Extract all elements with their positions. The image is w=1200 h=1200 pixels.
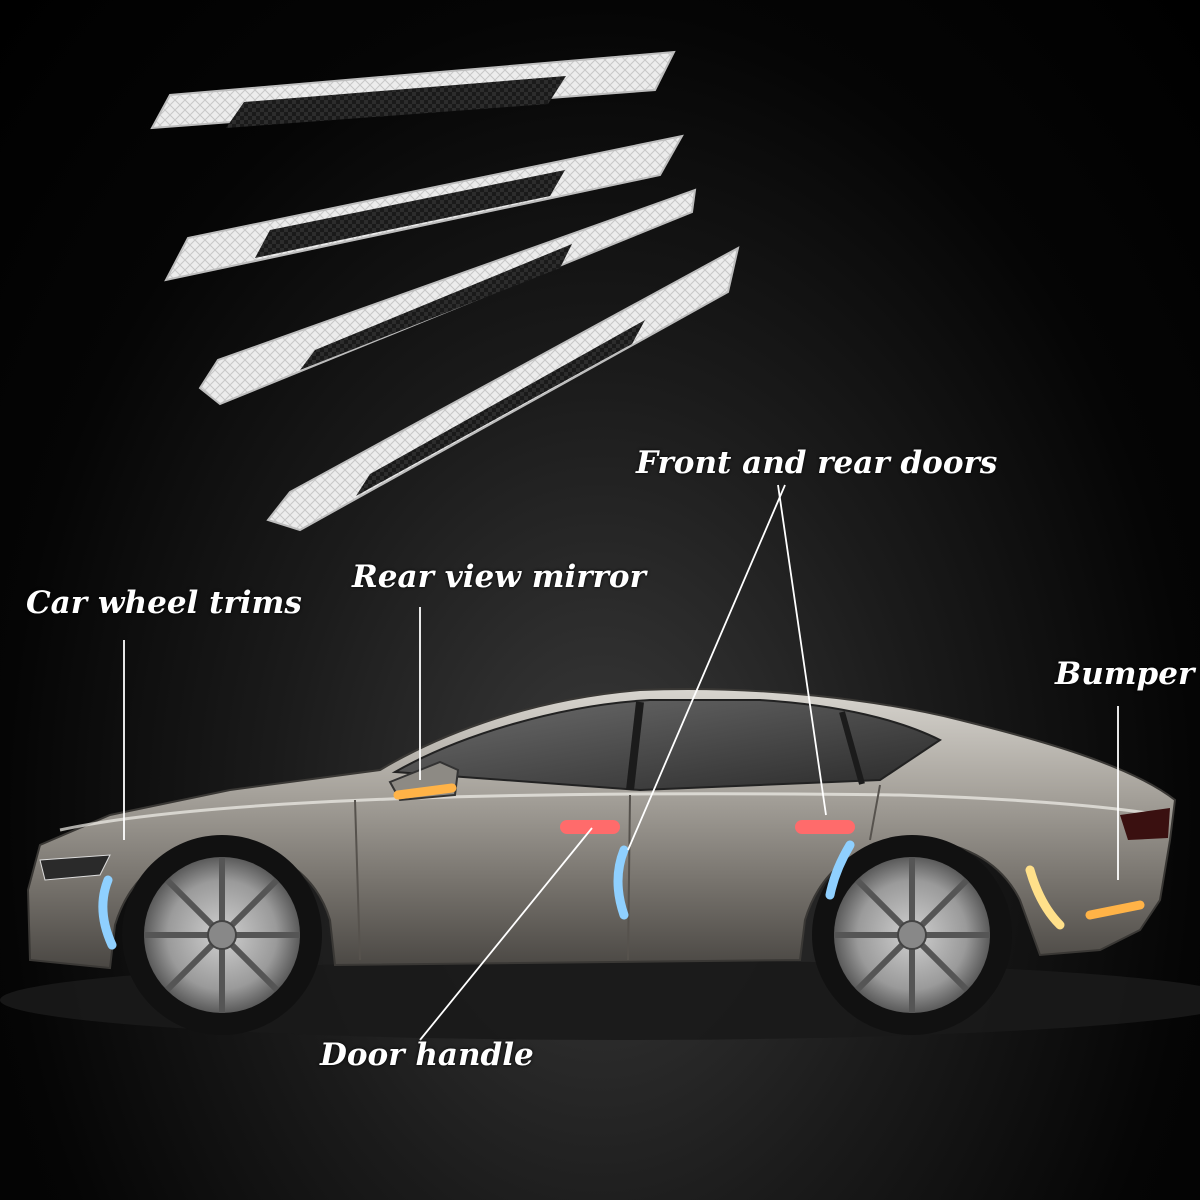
door-rear-reflector — [825, 840, 855, 900]
door-handle-front-reflector — [560, 820, 620, 834]
label-bumper: Bumper — [1055, 656, 1195, 692]
strip-2 — [164, 134, 684, 282]
door-front-reflector — [613, 845, 629, 920]
label-car-wheel-trims: Car wheel trims — [26, 585, 302, 621]
strip-1 — [150, 50, 676, 130]
mirror-reflector — [393, 783, 457, 800]
wheel-trim-rear-reflector — [1025, 865, 1065, 930]
pointer-lines — [123, 484, 1119, 1041]
bumper-reflector — [1085, 900, 1145, 920]
front-wheel — [122, 835, 322, 1035]
strip-4 — [266, 246, 740, 532]
label-rear-view-mirror: Rear view mirror — [352, 559, 646, 595]
door-handle-rear-reflector — [795, 820, 855, 834]
wheel-trim-front-reflector — [98, 875, 117, 950]
rear-wheel — [812, 835, 1012, 1035]
strip-3 — [198, 188, 697, 406]
label-front-and-rear-doors: Front and rear doors — [636, 445, 998, 481]
label-door-handle: Door handle — [320, 1037, 534, 1073]
